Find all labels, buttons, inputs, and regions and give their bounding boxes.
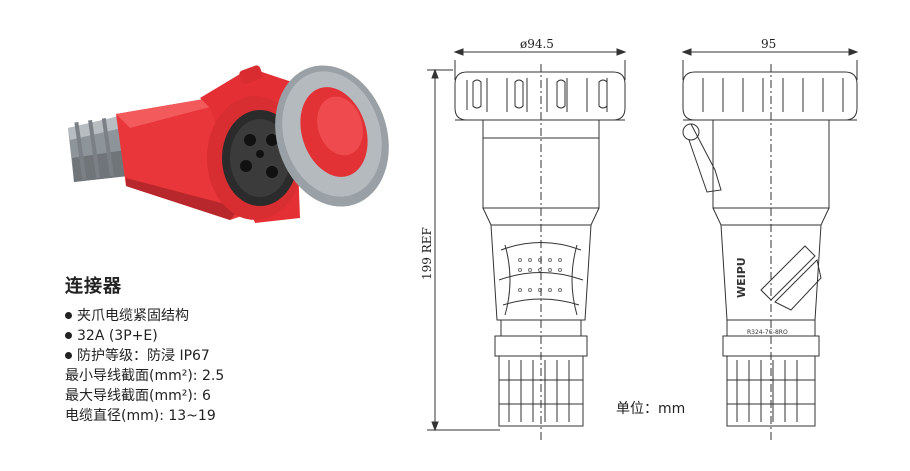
technical-drawing: ø94.5 95 199 REF [420, 37, 859, 440]
spec-item: 最大导线截面(mm²): 6 [65, 388, 211, 404]
feature-item: 夹爪电缆紧固结构 [65, 306, 365, 326]
part-number: R324-7C-8RO [747, 329, 788, 336]
dim-front-width: ø94.5 [453, 37, 627, 80]
spec-item: 电缆直径(mm): 13~19 [65, 408, 216, 424]
product-title: 连接器 [65, 276, 122, 297]
feature-item: 32A (3P+E) [65, 326, 365, 346]
bullet-icon [65, 331, 72, 339]
feature-item: 防护等级：防浸 IP67 [65, 346, 365, 366]
side-view: WEIPU R324-7C-8RO [682, 64, 858, 440]
product-photo [68, 65, 389, 223]
height-label: 199 REF [420, 227, 434, 280]
bullet-icon [65, 351, 72, 359]
cable-gland [68, 116, 128, 182]
front-view [454, 64, 626, 440]
dim-side-width: 95 [681, 37, 859, 80]
brand-label: WEIPU [735, 257, 748, 298]
bullet-icon [65, 311, 72, 319]
protective-cap [239, 65, 389, 207]
unit-label: 单位：mm [616, 401, 686, 417]
side-width-label: 95 [761, 37, 776, 51]
spec-block: 连接器 夹爪电缆紧固结构 32A (3P+E) 防护等级：防浸 IP67 最小导… [65, 272, 365, 426]
front-width-label: ø94.5 [520, 37, 554, 51]
dim-height: 199 REF [420, 68, 500, 432]
spec-item: 最小导线截面(mm²): 2.5 [65, 368, 225, 384]
